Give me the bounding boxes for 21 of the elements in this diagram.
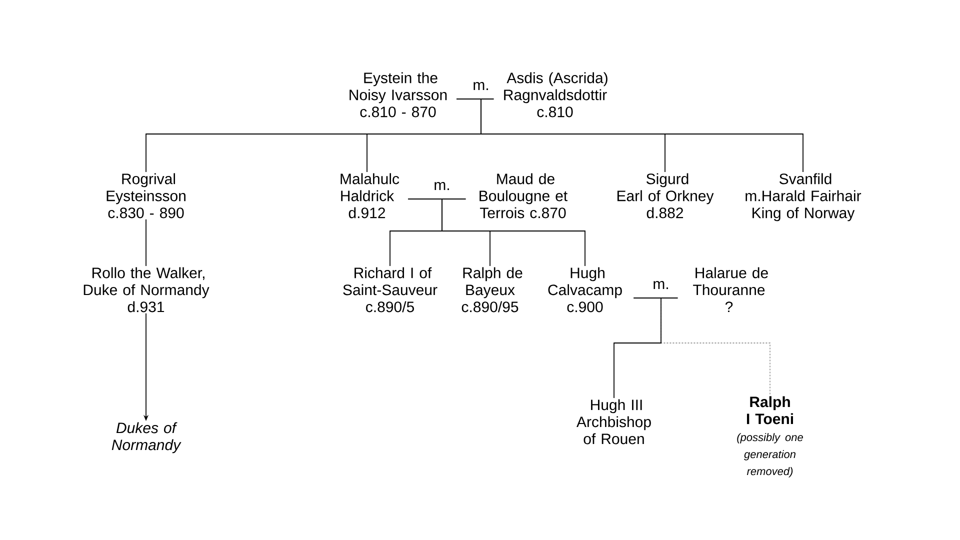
person-name: Maud de Boulougne et Terrois c.870 [480, 173, 568, 218]
descent-line [614, 298, 662, 398]
person-name: Svanfild m.Harald Fairhair King of Norway [746, 173, 862, 222]
person-name: Rollo the Walker, Duke of Normandy d.931 [84, 267, 210, 312]
edge-label: m. [434, 182, 449, 190]
person-name: Halarue de Thouranne ? [693, 267, 768, 312]
person-name: Hugh III Archbishop of Rouen [576, 399, 651, 444]
person-name: Malahulc Haldrick d.912 [340, 173, 400, 218]
person-name: Hugh Calvacamp c.900 [548, 267, 622, 312]
person-name: Richard I of Saint-Sauveur c.890/5 [343, 267, 438, 312]
person-name: Rogrival Eysteinsson c.830 - 890 [106, 173, 186, 218]
descent-line [408, 198, 586, 266]
person-name: Sigurd Earl of Orkney d.882 [617, 173, 714, 218]
person-name: Asdis (Ascrida) Ragnvaldsdottir c.810 [504, 72, 608, 118]
person-name: Dukes of Normandy [112, 422, 182, 454]
person-name: Eystein the Noisy Ivarsson c.810 - 870 [350, 72, 447, 118]
person-name: Ralph de Bayeux c.890/95 [462, 267, 522, 312]
person-name: Ralph I Toeni (possibly one generation removed) [737, 396, 803, 478]
edge-label: m. [474, 82, 488, 90]
edge-label: m. [654, 280, 668, 290]
descent-line [456, 98, 804, 172]
